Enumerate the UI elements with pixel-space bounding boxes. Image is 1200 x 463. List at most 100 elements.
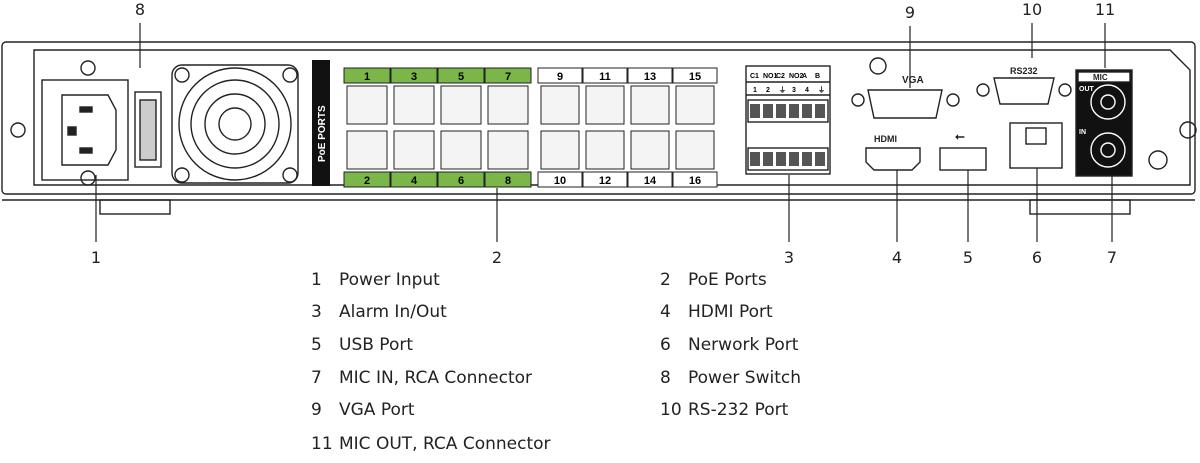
- poe-port-jack: [630, 85, 670, 125]
- legend-label: HDMI Port: [688, 302, 773, 322]
- poe-label-bar: [312, 60, 330, 186]
- hdmi-port: [865, 147, 921, 171]
- poe-port-number: 16: [689, 175, 701, 187]
- poe-label-box-bottom: [390, 171, 438, 188]
- mic-block: [1075, 69, 1133, 177]
- foot-left: [99, 199, 171, 215]
- alarm-terminal-pin: [763, 152, 773, 166]
- callout-number: 8: [135, 0, 145, 19]
- fan-grille: [171, 64, 299, 184]
- rs232-port: [976, 77, 1072, 105]
- poe-port-jack: [487, 85, 529, 125]
- chassis: [1, 41, 1196, 195]
- poe-label-box-bottom: [582, 171, 628, 188]
- poe-label-box-bottom: [343, 171, 391, 188]
- alarm-terminal-pin: [776, 104, 786, 118]
- callout-number: 3: [784, 248, 794, 267]
- legend-item: 4 HDMI Port: [660, 302, 773, 322]
- poe-port-jack: [675, 130, 715, 170]
- poe-port-number: 8: [505, 175, 511, 187]
- poe-label-box-bottom: [437, 171, 485, 188]
- chassis-inner: [33, 49, 1191, 186]
- poe-port-jack: [440, 130, 482, 170]
- poe-label-box-top: [672, 67, 718, 84]
- alarm-top-label: C1: [750, 73, 759, 80]
- callout-number: 9: [905, 3, 915, 22]
- poe-label-box-top: [437, 67, 485, 84]
- poe-label-box-bottom: [672, 171, 718, 188]
- hdmi-logo: HDMI: [874, 134, 897, 144]
- poe-port-jack: [675, 85, 715, 125]
- poe-label-box-top: [582, 67, 628, 84]
- poe-port-number: 14: [644, 175, 657, 187]
- usb-port: [939, 147, 987, 171]
- poe-label-box-top: [484, 67, 532, 84]
- alarm-top-label: A: [802, 73, 807, 80]
- legend-number: 9: [311, 400, 322, 420]
- legend-label: PoE Ports: [688, 270, 767, 290]
- legend-label: VGA Port: [339, 400, 415, 420]
- legend-item: 8 Power Switch: [660, 368, 801, 388]
- power-switch[interactable]: [134, 91, 162, 168]
- poe-port-jack: [393, 85, 435, 125]
- alarm-terminal-pin: [789, 104, 799, 118]
- poe-label-box-top: [537, 67, 583, 84]
- legend-label: Power Switch: [688, 368, 802, 388]
- legend-label: RS-232 Port: [688, 400, 789, 420]
- poe-port-number: 15: [689, 71, 701, 83]
- callout-number: 4: [892, 248, 902, 267]
- alarm-terminal-pin: [789, 152, 799, 166]
- poe-label-box-bottom: [537, 171, 583, 188]
- poe-port-number: 6: [458, 175, 464, 187]
- callout-number: 1: [91, 248, 101, 267]
- network-port: [1009, 122, 1063, 169]
- poe-port-number: 11: [599, 71, 611, 83]
- poe-port-number: 5: [458, 71, 464, 83]
- poe-port-number: 13: [644, 71, 656, 83]
- poe-label-box-bottom: [484, 171, 532, 188]
- alarm-terminal-pin: [802, 152, 812, 166]
- alarm-top-label: B: [815, 73, 820, 80]
- alarm-bottom-label: ⏚: [818, 86, 825, 94]
- poe-port-number: 2: [364, 175, 370, 187]
- legend-label: Alarm In/Out: [339, 302, 447, 322]
- legend-number: 10: [660, 400, 682, 420]
- poe-port-number: 7: [505, 71, 511, 83]
- poe-label-box-bottom: [627, 171, 673, 188]
- alarm-top-label: NO1: [763, 73, 778, 80]
- poe-port-number: 10: [554, 175, 566, 187]
- legend-number: 7: [311, 368, 322, 388]
- alarm-terminal-pin: [750, 152, 760, 166]
- poe-port-jack: [346, 130, 388, 170]
- poe-label: PoE PORTS: [317, 105, 328, 162]
- legend-number: 4: [660, 302, 671, 322]
- legend-label: Power Input: [339, 270, 440, 290]
- poe-port-number: 1: [364, 71, 370, 83]
- alarm-bottom-label: 1: [753, 87, 757, 94]
- alarm-terminal: [745, 65, 831, 175]
- legend-number: 8: [660, 368, 671, 388]
- power-input: [41, 79, 129, 181]
- poe-port-jack: [540, 85, 580, 125]
- poe-port-jack: [346, 85, 388, 125]
- poe-port-number: 12: [599, 175, 611, 187]
- legend-label: USB Port: [339, 335, 414, 355]
- mic-label: MIC: [1093, 73, 1108, 82]
- alarm-terminal-pin: [815, 152, 825, 166]
- screw-icons: [10, 57, 1197, 186]
- vga-port: [851, 89, 960, 119]
- callout-number: 10: [1022, 0, 1042, 19]
- alarm-top-label: C2: [776, 73, 785, 80]
- legend-number: 11: [311, 434, 333, 454]
- alarm-top-label: NO2: [789, 73, 804, 80]
- legend-item: 9 VGA Port: [311, 400, 415, 420]
- rs232-label: RS232: [1010, 66, 1038, 76]
- foot-right: [1029, 199, 1131, 215]
